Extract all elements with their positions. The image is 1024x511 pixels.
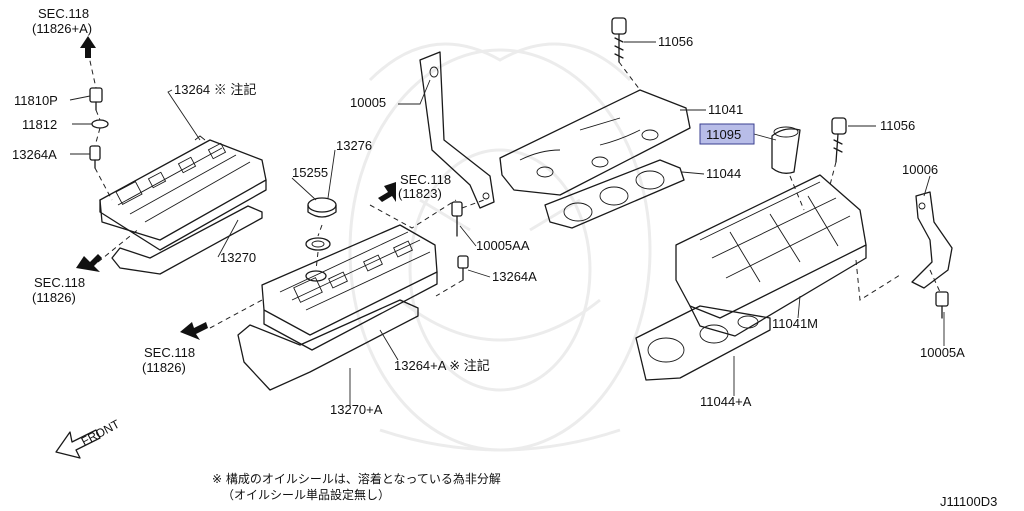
rocker-cover-right [261, 224, 438, 351]
label-sec118-mid-b: (11823) [398, 186, 442, 201]
front-arrow [55, 429, 101, 459]
label-10006: 10006 [902, 162, 938, 177]
bolt-13264A-left [89, 145, 101, 169]
sec-arrow-top [80, 36, 96, 58]
bolt-10005AA [451, 201, 463, 237]
label-11041: 11041 [708, 102, 743, 117]
label-11056-right: 11056 [880, 118, 915, 133]
oil-filler-cap [307, 197, 337, 218]
label-11095: 11095 [706, 127, 741, 142]
label-15255: 15255 [292, 165, 328, 180]
head-gasket-11044A [635, 305, 771, 381]
figure-id: J11100D3 [940, 494, 997, 509]
sec-arrow-low [180, 322, 208, 340]
bracket-10005 [419, 51, 495, 209]
label-13270: 13270 [220, 250, 256, 265]
label-sec118-low-b: (11826) [142, 360, 186, 375]
label-10005A: 10005A [920, 345, 965, 360]
dowel-11095 [771, 126, 801, 174]
cylinder-head-11041 [499, 89, 691, 196]
label-sec118-top-b: (11826+A) [32, 21, 92, 36]
label-13264A-note: 13264+A ※ 注記 [394, 358, 490, 373]
note-line-2: （オイルシール単品設定無し） [222, 487, 390, 502]
pcv-valve [89, 87, 103, 111]
label-13264A-left: 13264A [12, 147, 57, 162]
label-13270A: 13270+A [330, 402, 383, 417]
head-bolt-11056-right [831, 117, 847, 163]
sec-arrow-left [76, 254, 102, 272]
bolt-10005A [935, 291, 949, 319]
rocker-gasket-left [111, 205, 263, 275]
label-11056-top: 11056 [658, 34, 693, 49]
note-line-1: ※ 構成のオイルシールは、溶着となっている為非分解 [212, 471, 501, 486]
rocker-cover-left [99, 135, 267, 251]
bracket-10006 [911, 191, 953, 289]
label-sec118-top-a: SEC.118 [38, 6, 89, 21]
label-sec118-low-a: SEC.118 [144, 345, 195, 360]
label-sec118-mid-a: SEC.118 [400, 172, 451, 187]
cap-seal-13276 [305, 237, 331, 251]
bolt-13264A-mid [457, 255, 469, 281]
label-11810P: 11810P [14, 93, 58, 108]
label-13276: 13276 [336, 138, 372, 153]
sec-arrow-mid [378, 182, 396, 202]
head-gasket-11044 [544, 159, 685, 229]
label-11041M: 11041M [772, 316, 818, 331]
leader-lines [69, 41, 945, 406]
watermark-emblem [348, 42, 652, 452]
label-13264A-mid: 13264A [492, 269, 537, 284]
label-front: FRONT [79, 417, 123, 449]
cylinder-head-11041M [675, 174, 867, 337]
o-ring-11812 [91, 119, 109, 129]
rocker-gasket-right [237, 299, 419, 391]
head-bolt-11056-top [611, 17, 627, 63]
label-10005AA: 10005AA [476, 238, 530, 253]
label-sec118-left-a: SEC.118 [34, 275, 85, 290]
label-11044A: 11044+A [700, 394, 752, 409]
label-13264-note: 13264 ※ 注記 [174, 82, 256, 97]
highlight-box-11095 [699, 123, 755, 145]
label-11812: 11812 [22, 117, 57, 132]
label-10005: 10005 [350, 95, 386, 110]
label-11044: 11044 [706, 166, 741, 181]
label-sec118-left-b: (11826) [32, 290, 76, 305]
